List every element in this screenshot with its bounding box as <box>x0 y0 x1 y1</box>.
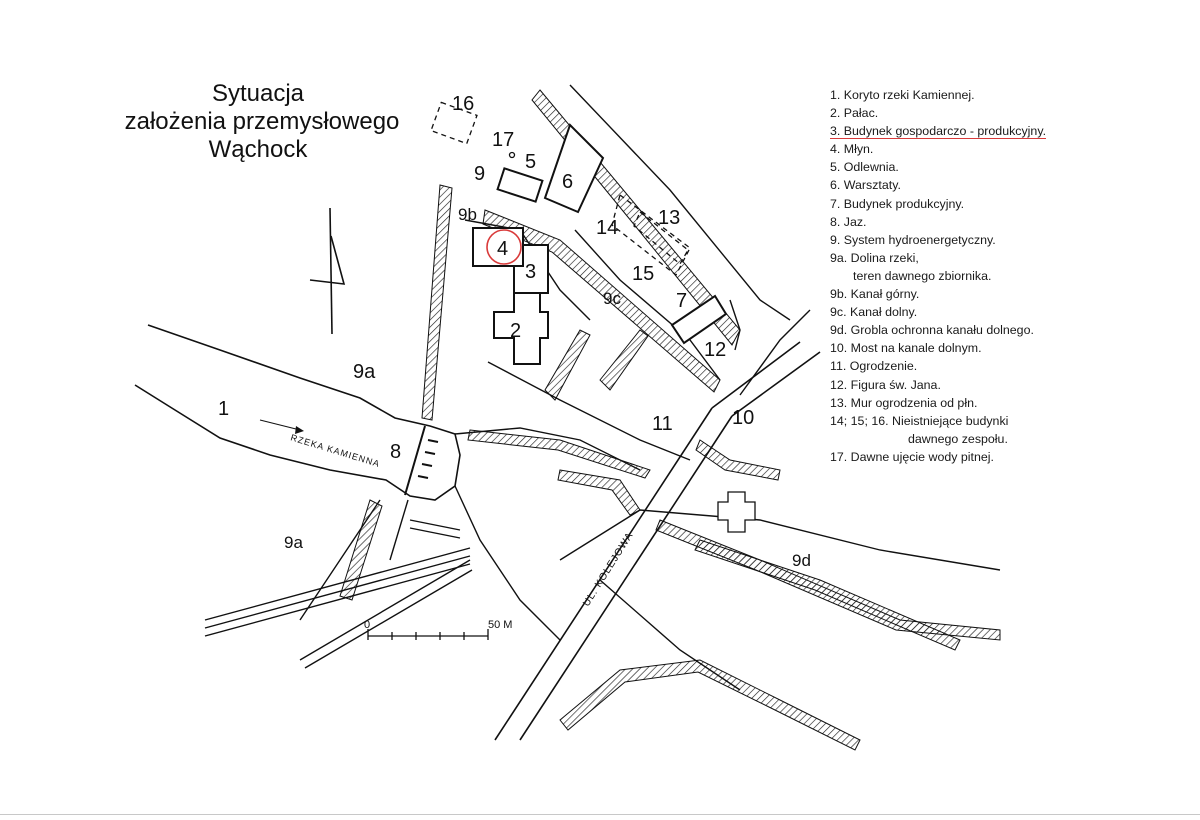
legend-item-1: 1. Koryto rzeki Kamiennej. <box>830 88 975 102</box>
legend-item-12: 12. Figura św. Jana. <box>830 377 941 392</box>
label-13: 13 <box>658 207 680 229</box>
map-title: Sytuacja założenia przemysłowego Wąchock <box>125 80 400 163</box>
building-9d <box>717 491 756 533</box>
legend-item-6: 6. Warsztaty. <box>830 178 901 193</box>
label-9d: 9d <box>792 551 811 570</box>
label-5: 5 <box>525 151 536 173</box>
legend-item-14-16-cont: dawnego zespołu. <box>908 431 1008 446</box>
map-labels: 1 2 3 4 5 6 7 8 9 9a 9a 9b 9c 9d 10 11 1… <box>218 93 811 570</box>
legend-item-4: 4. Młyn. <box>830 142 874 157</box>
weir <box>404 425 439 496</box>
label-17: 17 <box>492 129 514 151</box>
label-4: 4 <box>497 238 508 260</box>
label-1: 1 <box>218 398 229 420</box>
label-9b: 9b <box>458 205 477 224</box>
legend-item-9a-cont: teren dawnego zbiornika. <box>853 268 992 283</box>
legend-item-13: 13. Mur ogrodzenia od płn. <box>830 395 978 410</box>
label-16: 16 <box>452 93 474 115</box>
legend-item-9: 9. System hydroenergetyczny. <box>830 232 996 247</box>
label-8: 8 <box>390 441 401 463</box>
label-6: 6 <box>562 171 573 193</box>
label-10: 10 <box>732 407 754 429</box>
legend-item-9c: 9c. Kanał dolny. <box>830 305 918 320</box>
label-15: 15 <box>632 263 654 285</box>
svg-text:założenia przemysłowego: założenia przemysłowego <box>125 108 400 135</box>
label-11: 11 <box>652 413 673 435</box>
scale-max: 50 M <box>488 619 512 631</box>
legend-item-17: 17. Dawne ujęcie wody pitnej. <box>830 449 994 464</box>
legend-item-11: 11. Ogrodzenie. <box>830 359 918 374</box>
label-12: 12 <box>704 339 726 361</box>
label-7: 7 <box>676 290 687 312</box>
label-9c: 9c <box>603 289 621 308</box>
label-2: 2 <box>510 320 521 342</box>
legend-item-5: 5. Odlewnia. <box>830 160 899 175</box>
label-3: 3 <box>525 261 536 283</box>
valley-edges <box>299 427 641 641</box>
buildings <box>472 123 756 533</box>
label-9: 9 <box>474 163 485 185</box>
building-workshops <box>543 123 605 214</box>
page-edge-rule <box>0 814 1200 815</box>
railway-tracks <box>204 519 473 669</box>
legend-item-14-16: 14; 15; 16. Nieistniejące budynki <box>830 413 1009 428</box>
legend-item-9a: 9a. Dolina rzeki, <box>830 250 919 265</box>
scale-bar <box>367 629 489 640</box>
legend-item-9b: 9b. Kanał górny. <box>830 287 920 302</box>
building-production-7 <box>670 294 728 345</box>
legend-item-7: 7. Budynek produkcyjny. <box>830 196 965 211</box>
well-marker <box>508 151 516 159</box>
north-arrow-icon <box>309 207 346 335</box>
label-14: 14 <box>596 217 618 239</box>
scale-zero: 0 <box>364 619 370 631</box>
building-palace <box>493 291 549 365</box>
legend-item-10: 10. Most na kanale dolnym. <box>830 341 982 356</box>
building-foundry <box>496 167 544 203</box>
legend: 1. Koryto rzeki Kamiennej. 2. Pałac. 3. … <box>830 86 1175 466</box>
label-9a-top: 9a <box>353 361 376 383</box>
legend-item-3: 3. Budynek gospodarczo - produkcyjny. <box>830 124 1047 140</box>
road-kolejowa <box>494 341 821 741</box>
label-9a-bottom: 9a <box>284 533 303 552</box>
legend-item-2: 2. Pałac. <box>830 106 879 121</box>
mill-highlight-circle <box>486 229 522 265</box>
legend-item-9d: 9d. Grobla ochronna kanału dolnego. <box>830 323 1034 338</box>
boundary-lines <box>569 84 811 396</box>
svg-text:Sytuacja: Sytuacja <box>212 80 305 107</box>
former-buildings <box>430 101 691 276</box>
legend-item-8: 8. Jaz. <box>830 214 867 229</box>
svg-text:Wąchock: Wąchock <box>209 136 309 163</box>
